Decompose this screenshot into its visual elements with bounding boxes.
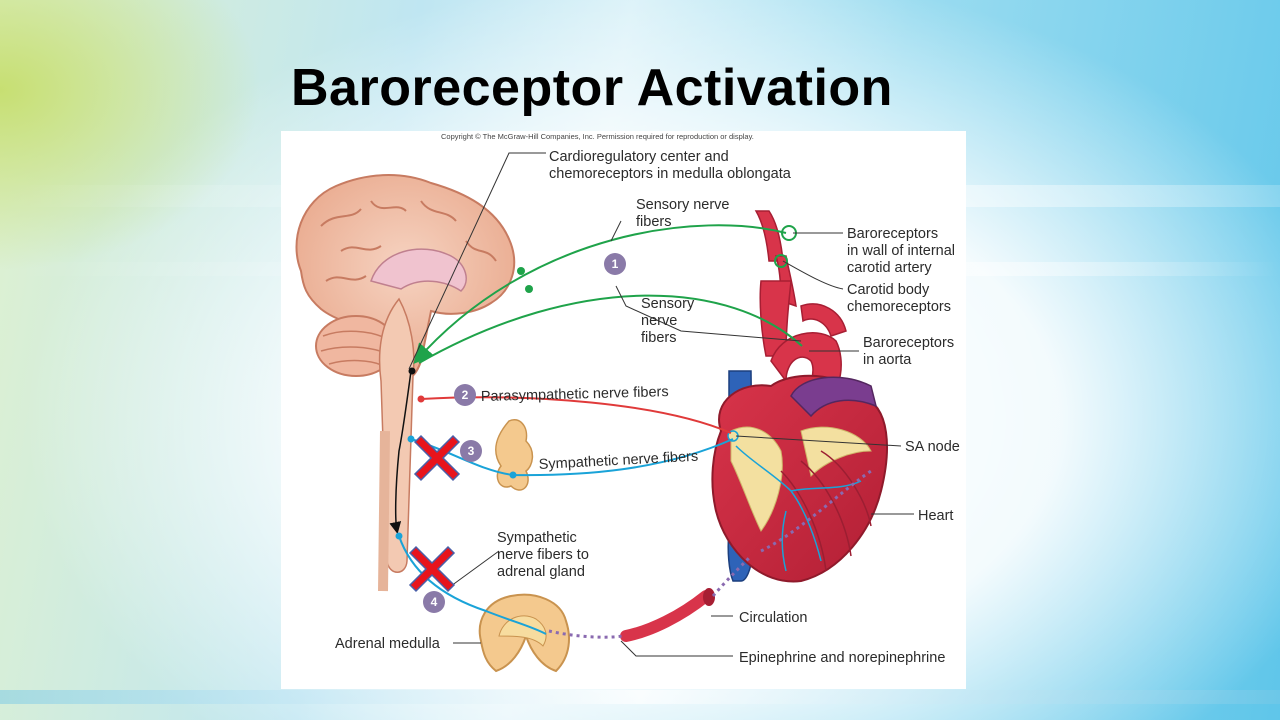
sympathetic-ganglion-illustration <box>494 419 534 491</box>
sympathetic-nerve-heart <box>410 438 734 477</box>
svg-text:3: 3 <box>468 444 475 458</box>
label-carotid-body-2: chemoreceptors <box>847 299 951 315</box>
leader-lines <box>408 152 914 657</box>
sympathetic-ganglion-dot <box>509 471 517 479</box>
heart-illustration <box>711 332 888 583</box>
blood-vessel-lumen <box>703 588 715 606</box>
parasympathetic-origin-dot <box>417 395 425 403</box>
label-sympathetic-adrenal: Sympathetic <box>497 530 577 546</box>
sympathetic-origin-dot <box>407 435 415 443</box>
medulla-center-dot <box>408 367 416 375</box>
slide-title: Baroreceptor Activation <box>291 59 893 117</box>
label-baroreceptors-carotid: Baroreceptors <box>847 226 938 242</box>
svg-text:1: 1 <box>612 257 619 271</box>
hormone-in-heart-path <box>760 469 872 553</box>
adrenal-gland-illustration <box>478 593 570 673</box>
step-badge-1: 1 <box>604 253 626 275</box>
carotid-artery-illustration <box>754 210 847 358</box>
copyright-notice: Copyright © The McGraw-Hill Companies, I… <box>441 132 754 141</box>
label-cardioregulatory-center: Cardioregulatory center and <box>549 149 729 165</box>
baroreceptor-diagram: Copyright © The McGraw-Hill Companies, I… <box>281 131 966 689</box>
label-sensory-mid-2: nerve <box>641 313 677 329</box>
blocked-x-marker-adrenal <box>408 545 456 593</box>
label-sensory-top: Sensory nerve <box>636 197 730 213</box>
sensory-nerve-carotid <box>413 224 787 364</box>
hormone-to-heart-path <box>711 554 753 597</box>
label-baroreceptors-carotid-2: in wall of internal <box>847 243 955 259</box>
label-cardioregulatory-center-2: chemoreceptors in medulla oblongata <box>549 166 792 182</box>
diagram-svg: Copyright © The McGraw-Hill Companies, I… <box>295 132 960 673</box>
carotid-body-marker <box>774 254 788 268</box>
label-sensory-mid: Sensory <box>641 296 695 312</box>
hormone-release-path <box>548 629 624 639</box>
sensory-ganglion-dot <box>517 267 525 275</box>
label-sensory-mid-3: fibers <box>641 330 676 346</box>
label-carotid-body: Carotid body <box>847 282 930 298</box>
svg-text:2: 2 <box>462 388 469 402</box>
sympathetic-nerve-adrenal <box>398 535 547 635</box>
label-baroreceptors-aorta-2: in aorta <box>863 352 912 368</box>
label-sensory-top-2: fibers <box>636 214 671 230</box>
label-circulation: Circulation <box>739 610 808 626</box>
label-baroreceptors-carotid-3: carotid artery <box>847 260 932 276</box>
label-epinephrine: Epinephrine and norepinephrine <box>739 650 945 666</box>
step-badge-3: 3 <box>460 440 482 462</box>
label-adrenal-medulla: Adrenal medulla <box>335 636 441 652</box>
label-parasympathetic: Parasympathetic nerve fibers <box>481 384 669 405</box>
label-baroreceptors-aorta: Baroreceptors <box>863 335 954 351</box>
label-sa-node: SA node <box>905 439 960 455</box>
descending-tract <box>389 370 412 534</box>
label-heart: Heart <box>918 508 953 524</box>
step-badge-2: 2 <box>454 384 476 406</box>
blood-vessel-illustration <box>620 590 712 642</box>
sympathetic-adrenal-origin-dot <box>395 532 403 540</box>
step-badge-4: 4 <box>423 591 445 613</box>
sensory-ganglion-dot <box>525 285 533 293</box>
background-streak <box>0 690 1280 704</box>
label-sympathetic-adrenal-2: nerve fibers to <box>497 547 589 563</box>
blocked-x-marker-sympathetic <box>413 434 461 482</box>
svg-text:4: 4 <box>431 595 438 609</box>
label-sympathetic-adrenal-3: adrenal gland <box>497 564 585 580</box>
sensory-nerve-aortic <box>418 294 803 364</box>
brain-illustration <box>295 174 516 592</box>
